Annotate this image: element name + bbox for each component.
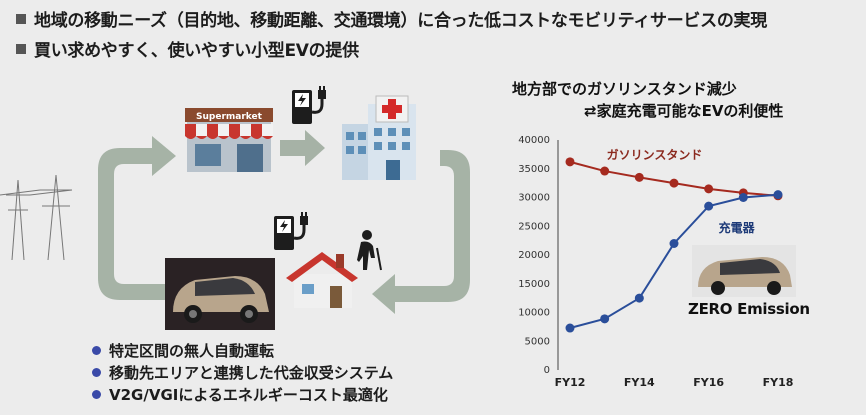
y-tick-label: 5000 — [525, 336, 550, 347]
data-point — [738, 193, 748, 202]
y-tick-label: 25000 — [518, 221, 550, 232]
feature-text: 移動先エリアと連携した代金収受システム — [109, 364, 394, 382]
square-bullet-icon — [16, 44, 26, 54]
power-tower-icon — [0, 174, 73, 260]
x-tick-label: FY14 — [624, 376, 655, 389]
feature-text: 特定区間の無人自動運転 — [109, 342, 275, 360]
house-icon — [286, 252, 358, 308]
data-point — [634, 293, 644, 303]
data-point — [600, 314, 610, 324]
bullet-dot-icon — [92, 390, 101, 399]
elderly-person-icon — [357, 230, 382, 271]
y-tick-label: 15000 — [518, 279, 550, 290]
y-tick-label: 40000 — [518, 135, 550, 146]
header-bullet-2-text: 買い求めやすく、使いやすい小型EVの提供 — [34, 41, 359, 61]
feature-item: V2G/VGIによるエネルギーコスト最適化 — [92, 384, 388, 405]
ev-car-image — [165, 258, 275, 330]
data-point — [704, 201, 714, 211]
x-tick-label: FY12 — [555, 376, 586, 389]
feature-text: V2G/VGIによるエネルギーコスト最適化 — [109, 386, 388, 404]
feature-item: 移動先エリアと連携した代金収受システム — [92, 362, 393, 383]
bullet-dot-icon — [92, 368, 101, 377]
square-bullet-icon — [16, 14, 26, 24]
hospital-icon — [342, 95, 416, 180]
y-tick-label: 0 — [544, 365, 550, 376]
data-point — [600, 166, 610, 176]
data-point — [669, 178, 679, 188]
y-tick-label: 30000 — [518, 193, 550, 204]
data-point — [669, 239, 679, 248]
feature-item: 特定区間の無人自動運転 — [92, 340, 274, 361]
chart-title-line-2: ⇄家庭充電可能なEVの利便性 — [584, 102, 784, 120]
leaf-car-image — [692, 245, 796, 297]
header-bullet-2: 買い求めやすく、使いやすい小型EVの提供 — [16, 36, 359, 61]
supermarket-sign: Supermarket — [196, 112, 263, 122]
chart-title-line-1: 地方部でのガソリンスタンド減少 — [512, 80, 737, 98]
data-point — [704, 184, 714, 194]
bullet-dot-icon — [92, 346, 101, 355]
line-chart: 0 5000 10000 15000 20000 25000 30000 35000 40000… — [518, 135, 794, 389]
home-charger-icon — [274, 212, 308, 250]
series-label-gasoline-station: ガソリンスタンド — [607, 147, 703, 162]
header-bullet-1-text: 地域の移動ニーズ（目的地、移動距離、交通環境）に合った低コストなモビリティサービ… — [34, 11, 767, 31]
y-tick-label: 20000 — [518, 250, 550, 261]
data-point — [773, 190, 783, 200]
x-tick-label: FY18 — [763, 376, 794, 389]
header-bullet-1: 地域の移動ニーズ（目的地、移動距離、交通環境）に合った低コストなモビリティサービ… — [16, 6, 767, 31]
supermarket-icon: Supermarket — [185, 108, 273, 172]
x-tick-label: FY16 — [693, 376, 724, 389]
data-point — [565, 323, 575, 333]
y-tick-label: 10000 — [518, 308, 550, 319]
ev-charger-icon — [292, 86, 326, 124]
zero-emission-logo: ZERO Emission — [688, 300, 810, 318]
data-point — [565, 157, 575, 167]
y-tick-label: 35000 — [518, 164, 550, 175]
data-point — [634, 172, 644, 182]
series-label-charger: 充電器 — [719, 220, 756, 235]
